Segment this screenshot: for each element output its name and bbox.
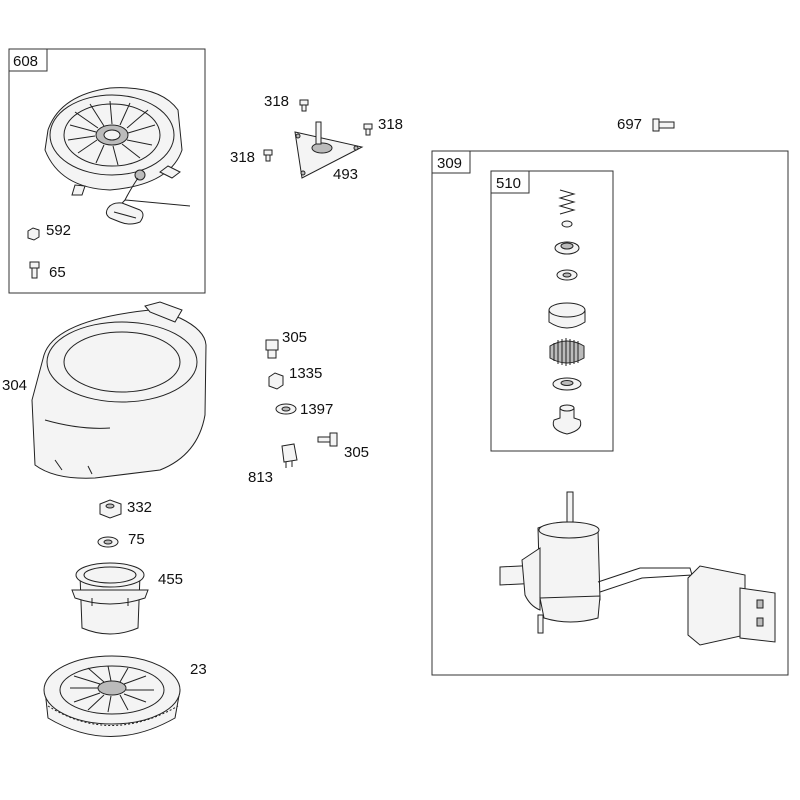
bolt-65 <box>29 261 40 279</box>
label-304: 304 <box>2 377 27 394</box>
label-455: 455 <box>158 571 183 588</box>
box-608-tab <box>8 48 48 72</box>
label-318-right: 318 <box>378 116 403 133</box>
fan-cup-455 <box>71 562 149 635</box>
box-510-tab <box>490 170 530 194</box>
screw-305-bottom <box>317 432 338 447</box>
label-592: 592 <box>46 222 71 239</box>
label-608: 608 <box>13 53 38 70</box>
nut-1335 <box>268 372 284 390</box>
label-813: 813 <box>248 469 273 486</box>
label-75: 75 <box>128 531 145 548</box>
box-309-tab <box>431 150 471 174</box>
washer-1397 <box>275 403 297 415</box>
box-309 <box>431 150 789 676</box>
label-1335: 1335 <box>289 365 322 382</box>
bolt-697 <box>652 118 675 132</box>
label-305-bottom: 305 <box>344 444 369 461</box>
label-1397: 1397 <box>300 401 333 418</box>
nut-332 <box>99 499 122 519</box>
blower-housing-304 <box>31 301 207 479</box>
box-608 <box>8 48 206 294</box>
screw-318-left <box>263 149 273 162</box>
screw-305-top <box>265 339 279 359</box>
flywheel-23 <box>43 655 181 737</box>
starter-motor-part <box>499 491 776 646</box>
label-510: 510 <box>496 175 521 192</box>
clip-813 <box>281 443 298 468</box>
label-23: 23 <box>190 661 207 678</box>
label-309: 309 <box>437 155 462 172</box>
starter-gear-kit-510 <box>548 189 586 435</box>
bracket-493 <box>294 121 364 179</box>
label-318-left: 318 <box>230 149 255 166</box>
label-65: 65 <box>49 264 66 281</box>
box-510 <box>490 170 614 452</box>
label-332: 332 <box>127 499 152 516</box>
screw-318-right <box>363 123 373 136</box>
screw-318-top <box>299 99 309 112</box>
washer-75 <box>97 536 119 548</box>
recoil-starter-part <box>44 87 191 225</box>
label-305-top: 305 <box>282 329 307 346</box>
label-697: 697 <box>617 116 642 133</box>
nut-592 <box>27 227 40 241</box>
label-318-top: 318 <box>264 93 289 110</box>
label-493: 493 <box>333 166 358 183</box>
